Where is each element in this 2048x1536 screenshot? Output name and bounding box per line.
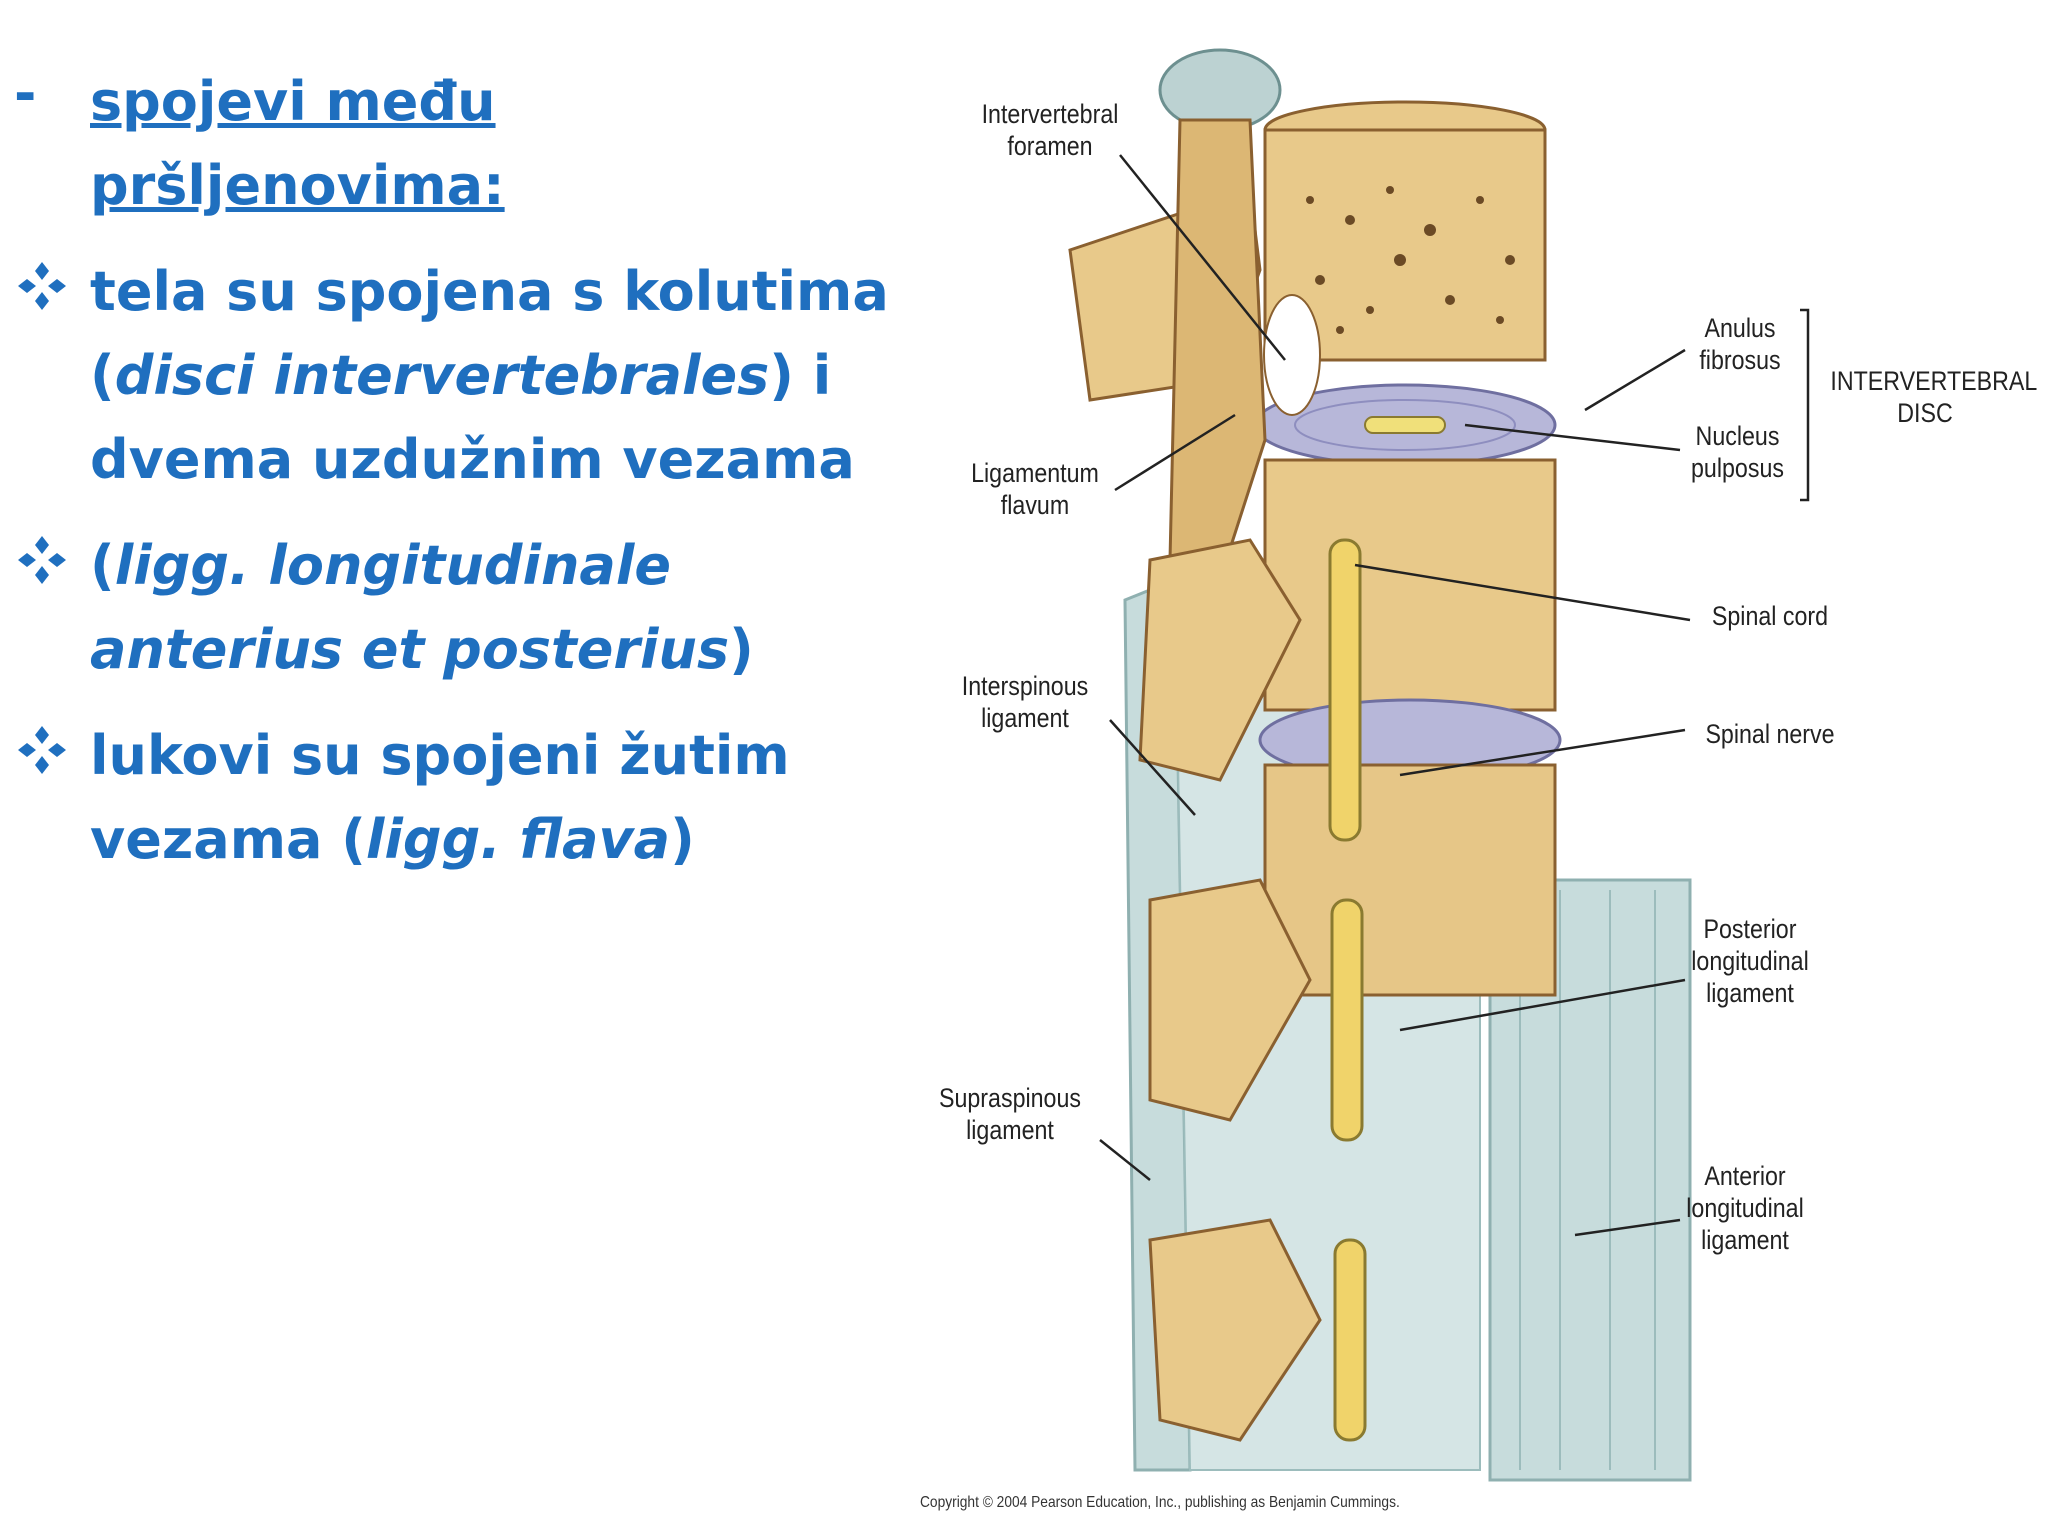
label-disc-line-1: INTERVERTEBRAL	[1830, 366, 2038, 396]
copyright-notice: Copyright © 2004 Pearson Education, Inc.…	[920, 1494, 1400, 1511]
disc-bracket	[1800, 308, 1810, 502]
label-disc-line-2: DISC	[1897, 398, 1953, 428]
label-interspinous-line-2: ligament	[981, 703, 1069, 733]
label-nucleus-line-1: Nucleus	[1695, 421, 1780, 451]
heading-row: - spojevi među pršljenovima:	[0, 60, 900, 228]
label-intervertebral-foramen: Intervertebral foramen	[964, 98, 1136, 162]
dash-marker: -	[14, 62, 37, 125]
label-anulus-fibrosus: Anulus fibrosus	[1684, 312, 1796, 376]
label-flavum-line-2: flavum	[1000, 490, 1070, 520]
label-anterior-longitudinal-ligament: Anterior longitudinal ligament	[1672, 1160, 1818, 1256]
bullet-3-text: lukovi su spojeni žutim vezama (	[90, 724, 790, 871]
spinal-cord-bottom	[1333, 1238, 1367, 1442]
spinous-process-2	[1148, 878, 1312, 1122]
label-anterior-line-2: longitudinal	[1686, 1193, 1804, 1223]
vertebral-body-2	[1263, 458, 1557, 712]
spinous-process-1	[1138, 538, 1302, 782]
bullet-item-2: (ligg. longitudinale anterius et posteri…	[0, 524, 900, 692]
label-spinal-cord-text: Spinal cord	[1711, 601, 1829, 631]
intervertebral-foramen	[1263, 294, 1321, 416]
text-panel: - spojevi među pršljenovima: tela su spo…	[0, 60, 900, 882]
label-posterior-line-1: Posterior	[1703, 914, 1797, 944]
bullet-2-text: (	[90, 534, 115, 597]
label-supraspinous-line-2: ligament	[966, 1115, 1054, 1145]
spinous-process-3	[1148, 1218, 1322, 1442]
label-spinal-nerve: Spinal nerve	[1688, 718, 1851, 750]
label-posterior-longitudinal-ligament: Posterior longitudinal ligament	[1677, 913, 1823, 1009]
spinal-cord	[1328, 538, 1362, 842]
label-foramen-line-1: Intervertebral	[981, 99, 1119, 129]
label-ligamentum-flavum: Ligamentum flavum	[958, 457, 1113, 521]
label-nucleus-line-2: pulposus	[1691, 453, 1784, 483]
label-supraspinous-ligament: Supraspinous ligament	[933, 1082, 1088, 1146]
bullet-item-1: tela su spojena s kolutima (disci interv…	[0, 250, 900, 502]
bullet-2-italic: ligg. longitudinale anterius et posteriu…	[90, 534, 730, 681]
spine-anatomy-figure: Intervertebral foramen Anulus fibrosus I…	[920, 20, 2048, 1536]
heading-line-2: pršljenovima:	[90, 154, 505, 217]
label-intervertebral-disc: INTERVERTEBRAL DISC	[1830, 365, 2037, 429]
vertebral-body-3	[1263, 763, 1557, 997]
label-spinal-nerve-text: Spinal nerve	[1705, 719, 1835, 749]
label-posterior-line-3: ligament	[1706, 978, 1794, 1008]
label-spinal-cord: Spinal cord	[1693, 600, 1848, 632]
label-anulus-line-2: fibrosus	[1699, 345, 1781, 375]
label-supraspinous-line-1: Supraspinous	[938, 1083, 1082, 1113]
label-nucleus-pulposus: Nucleus pulposus	[1679, 420, 1795, 484]
spinal-cord-lower	[1330, 898, 1364, 1142]
diamond-bullet-icon	[18, 726, 66, 774]
heading-line-1: spojevi među	[90, 70, 496, 133]
label-interspinous-ligament: Interspinous ligament	[952, 670, 1098, 734]
diamond-bullet-icon	[18, 262, 66, 310]
bullet-1-text-end: ) i dvema uzdužnim vezama	[90, 344, 855, 491]
bullet-item-3: lukovi su spojeni žutim vezama (ligg. fl…	[0, 714, 900, 882]
pedicle	[1168, 118, 1267, 582]
leader-lines	[1099, 154, 1691, 1237]
bullet-2-text-end: )	[729, 618, 754, 681]
spine-illustration	[1068, 48, 1810, 1482]
bullet-3-italic: ligg. flava	[365, 808, 671, 871]
label-posterior-line-2: longitudinal	[1691, 946, 1809, 976]
nucleus-pulposus	[1364, 416, 1446, 434]
bullet-1-italic: disci intervertebrales	[114, 344, 770, 407]
bullet-3-text-end: )	[670, 808, 695, 871]
diamond-bullet-icon	[18, 536, 66, 584]
label-flavum-line-1: Ligamentum	[971, 458, 1099, 488]
label-anterior-line-3: ligament	[1701, 1225, 1789, 1255]
bullet-1-text: tela su spojena s kolutima (	[90, 260, 889, 407]
label-interspinous-line-1: Interspinous	[961, 671, 1089, 701]
label-anulus-line-1: Anulus	[1704, 313, 1776, 343]
label-anterior-line-1: Anterior	[1704, 1161, 1786, 1191]
label-foramen-line-2: foramen	[1007, 131, 1093, 161]
articular-facet	[1158, 48, 1282, 132]
